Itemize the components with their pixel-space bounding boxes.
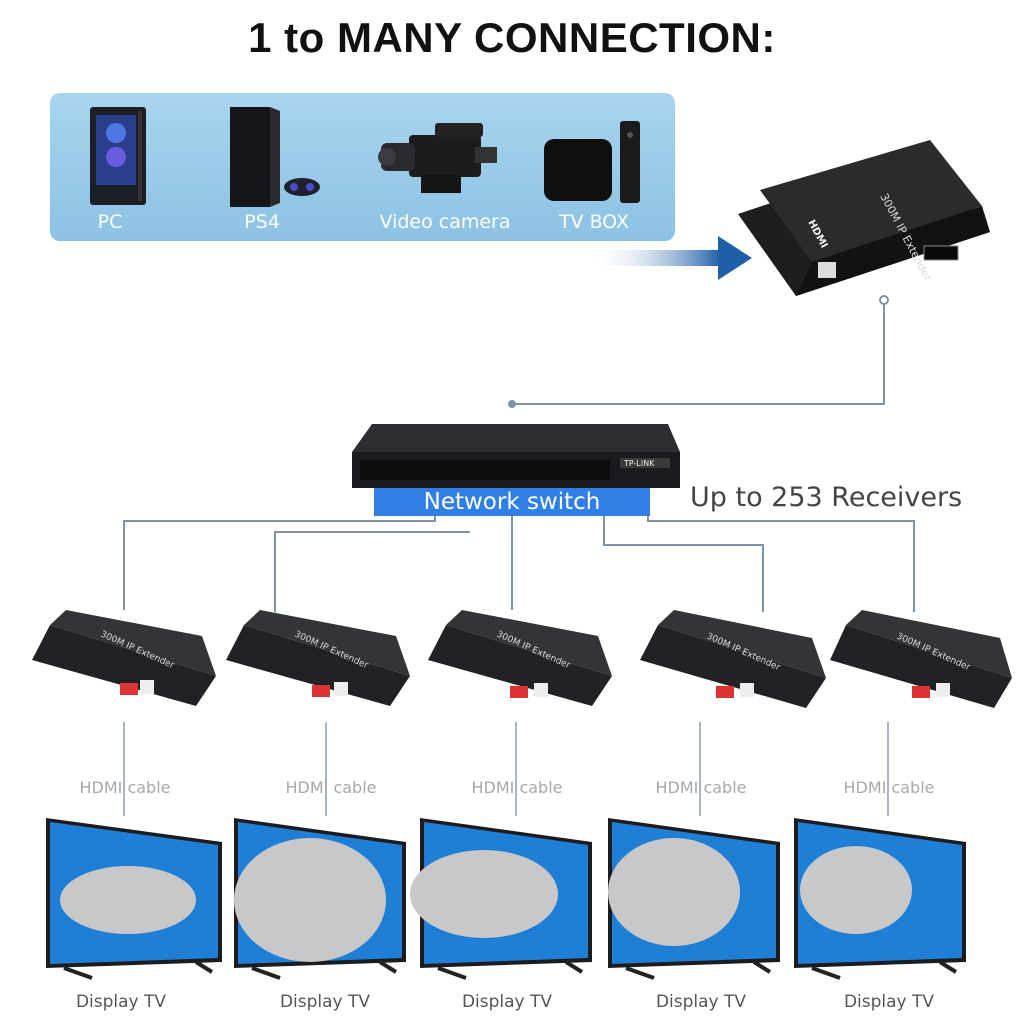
- receiver-2: 300M IP Extender: [226, 610, 410, 706]
- display-tv-5: [794, 818, 966, 980]
- video-camera-icon: [378, 123, 497, 193]
- receiver-1: 300M IP Extender: [32, 610, 216, 706]
- tv-label-2: Display TV: [279, 992, 371, 1012]
- source-label-video-camera: Video camera: [379, 211, 511, 233]
- tv-label-4: Display TV: [655, 992, 747, 1012]
- display-tv-3: [410, 818, 592, 980]
- source-label-pc: PC: [97, 211, 123, 233]
- downlink-cables: [123, 513, 915, 612]
- tv-box-icon: [544, 121, 640, 203]
- display-tv-1: [46, 818, 222, 980]
- switch-brand: TP-LINK: [623, 459, 655, 468]
- tv-label-1: Display TV: [75, 992, 167, 1012]
- page-title: 1 to MANY CONNECTION:: [248, 14, 776, 61]
- hdmi-cables: [123, 722, 889, 816]
- flow-arrow: [590, 236, 752, 280]
- display-tv-4: [608, 818, 780, 980]
- source-label-ps4: PS4: [244, 211, 280, 233]
- pc-tower-icon: [90, 107, 146, 205]
- tv-label-5: Display TV: [843, 992, 935, 1012]
- cable-label-5: HDMI cable: [843, 778, 935, 797]
- cable-label-3: HDMI cable: [471, 778, 563, 797]
- receiver-5: 300M IP Extender: [830, 610, 1012, 708]
- game-console-icon: [230, 107, 320, 207]
- cable-label-1: HDMI cable: [79, 778, 171, 797]
- display-tv-2: [234, 818, 406, 980]
- uplink-cable: [512, 300, 885, 405]
- cable-label-2: HDMI cable: [285, 778, 377, 797]
- transmitter-device: 300M IP Extender HDMI: [738, 140, 990, 296]
- network-switch: TP-LINK: [352, 424, 680, 488]
- source-devices-panel: PC PS4 Video camera TV BOX: [50, 93, 675, 241]
- receivers-count-text: Up to 253 Receivers: [690, 482, 963, 513]
- cable-label-4: HDMI cable: [655, 778, 747, 797]
- network-switch-label: Network switch: [374, 488, 650, 516]
- tv-label-3: Display TV: [461, 992, 553, 1012]
- uplink-end-dot: [508, 400, 516, 408]
- source-label-tv-box: TV BOX: [558, 211, 630, 233]
- uplink-port-dot: [879, 295, 889, 305]
- receiver-4: 300M IP Extender: [640, 610, 826, 708]
- receiver-3: 300M IP Extender: [428, 610, 612, 706]
